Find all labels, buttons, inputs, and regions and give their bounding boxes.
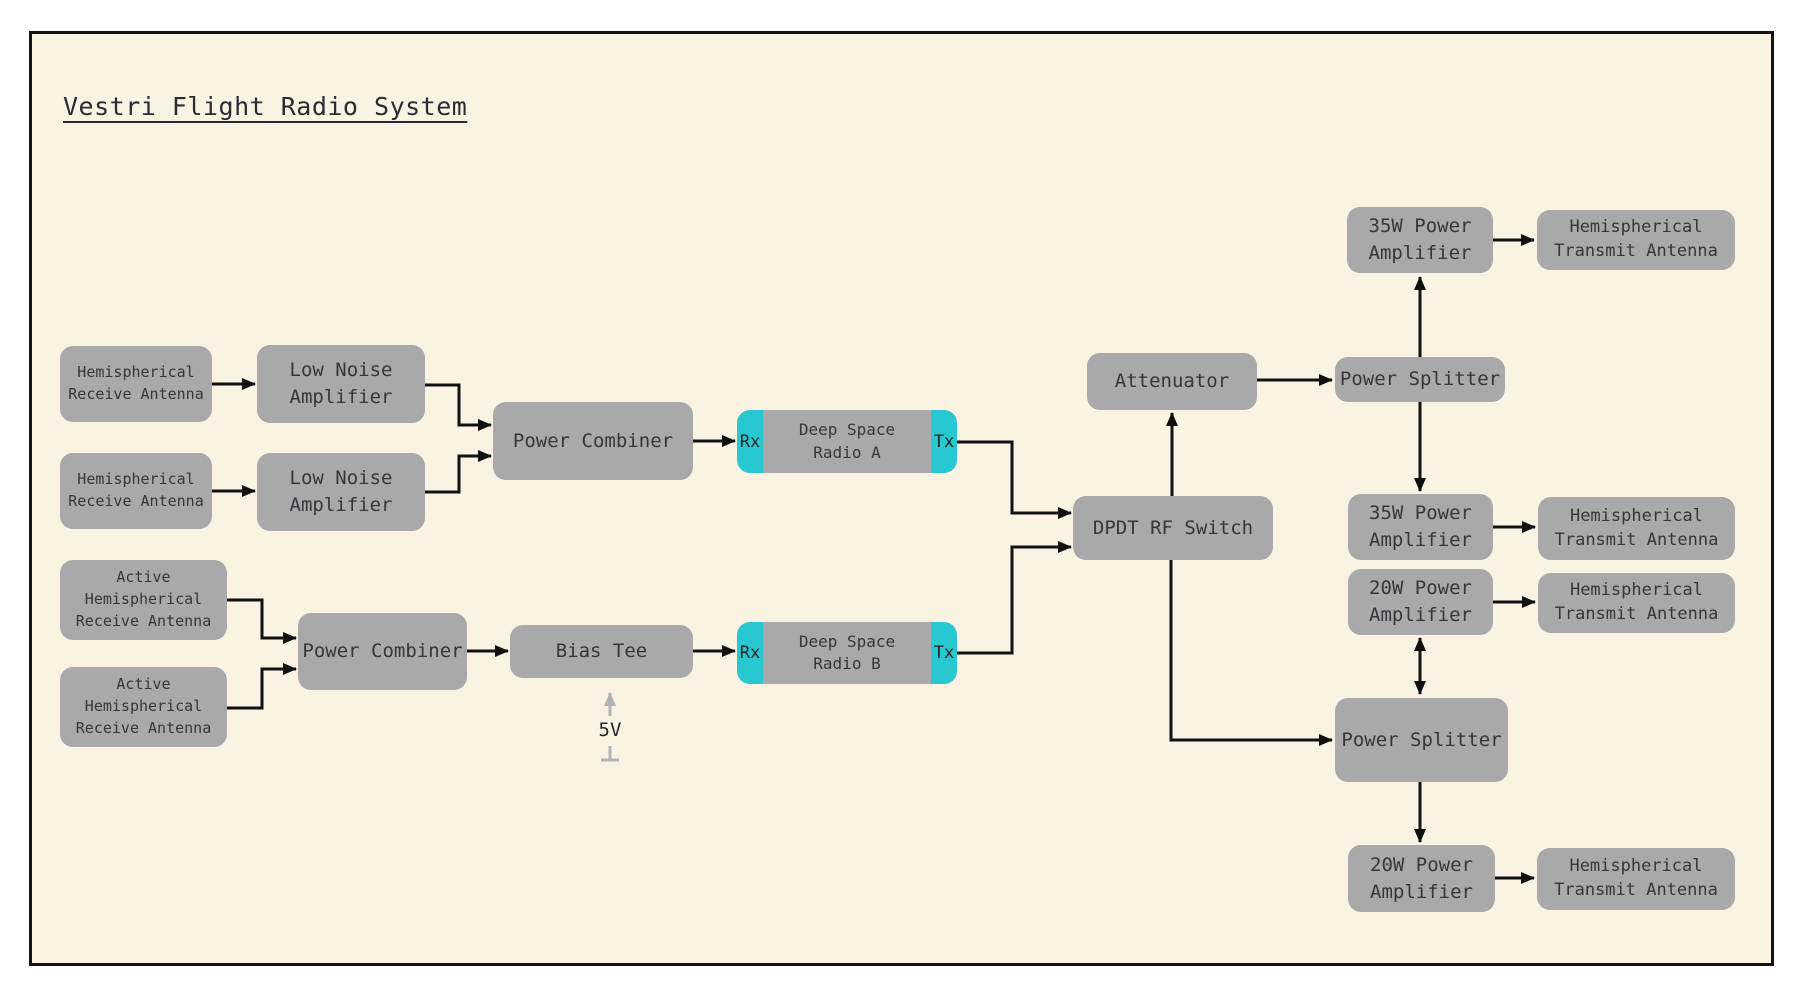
node-label: Active Hemispherical Receive Antenna [75, 568, 212, 630]
node-hemispherical-transmit-antenna-bottom: Hemispherical Transmit Antenna [1537, 848, 1735, 910]
node-label: Active Hemispherical Receive Antenna [75, 675, 212, 737]
node-hemispherical-receive-antenna-2: Hemispherical Receive Antenna [60, 453, 212, 529]
node-35w-power-amplifier-top: 35W Power Amplifier [1347, 207, 1493, 273]
radio-b-rx-port: Rx [737, 622, 763, 684]
node-label: Power Splitter [1339, 368, 1501, 391]
page-title: Vestri Flight Radio System [63, 92, 468, 121]
node-label: Power Combiner [302, 640, 463, 663]
node-label: Low Noise Amplifier [289, 467, 393, 516]
node-power-splitter-bottom: Power Splitter [1335, 698, 1508, 782]
node-label: 35W Power Amplifier [1369, 502, 1472, 551]
node-label: Deep Space Radio B [798, 631, 896, 673]
radio-a-rx-port: Rx [737, 410, 763, 473]
node-active-hemispherical-receive-antenna-1: Active Hemispherical Receive Antenna [60, 560, 227, 640]
node-label: Hemispherical Receive Antenna [68, 470, 204, 510]
node-power-splitter-top: Power Splitter [1335, 357, 1505, 402]
radio-b-tx-port: Tx [931, 622, 957, 684]
node-active-hemispherical-receive-antenna-2: Active Hemispherical Receive Antenna [60, 667, 227, 747]
node-attenuator: Attenuator [1087, 353, 1257, 410]
node-low-noise-amplifier-1: Low Noise Amplifier [257, 345, 425, 423]
node-power-combiner-b: Power Combiner [298, 613, 467, 690]
node-power-combiner-a: Power Combiner [493, 402, 693, 480]
bias-voltage-label: 5V [598, 719, 622, 741]
node-deep-space-radio-a: Rx Deep Space Radio A Tx [737, 410, 957, 473]
node-dpdt-rf-switch: DPDT RF Switch [1073, 496, 1273, 560]
node-label: Attenuator [1114, 370, 1230, 393]
node-label: Deep Space Radio A [798, 420, 896, 462]
node-label: 20W Power Amplifier [1369, 577, 1472, 626]
node-hemispherical-receive-antenna-1: Hemispherical Receive Antenna [60, 346, 212, 422]
node-20w-power-amplifier-bottom: 20W Power Amplifier [1348, 845, 1495, 912]
node-label: 20W Power Amplifier [1370, 853, 1473, 903]
node-low-noise-amplifier-2: Low Noise Amplifier [257, 453, 425, 531]
radio-a-tx-port: Tx [931, 410, 957, 473]
node-hemispherical-transmit-antenna-mid1: Hemispherical Transmit Antenna [1538, 497, 1735, 560]
node-hemispherical-transmit-antenna-top: Hemispherical Transmit Antenna [1537, 210, 1735, 270]
node-label: Low Noise Amplifier [289, 359, 393, 408]
node-deep-space-radio-b: Rx Deep Space Radio B Tx [737, 622, 957, 684]
node-label: Hemispherical Transmit Antenna [1554, 217, 1718, 261]
node-label: Hemispherical Receive Antenna [68, 363, 204, 403]
node-bias-tee: Bias Tee [510, 625, 693, 678]
node-20w-power-amplifier-mid: 20W Power Amplifier [1348, 569, 1493, 635]
node-label: Bias Tee [555, 640, 648, 663]
node-label: Power Combiner [512, 429, 674, 452]
node-label: Hemispherical Transmit Antenna [1554, 856, 1718, 900]
node-label: Power Splitter [1341, 728, 1502, 751]
node-label: DPDT RF Switch [1092, 516, 1254, 539]
node-label: Hemispherical Transmit Antenna [1554, 505, 1719, 550]
node-hemispherical-transmit-antenna-mid2: Hemispherical Transmit Antenna [1538, 573, 1735, 633]
node-35w-power-amplifier-mid: 35W Power Amplifier [1348, 494, 1493, 560]
node-label: 35W Power Amplifier [1368, 215, 1472, 264]
node-label: Hemispherical Transmit Antenna [1554, 580, 1719, 624]
